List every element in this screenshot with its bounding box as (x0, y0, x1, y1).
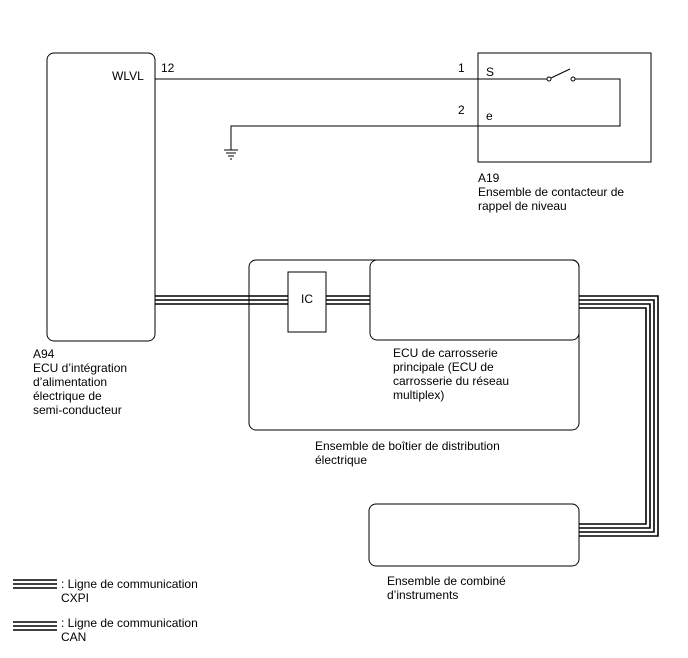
main-body-ecu-box (369, 259, 580, 341)
switch-terminal-s: S (486, 65, 495, 79)
meter-name-line-2: d’instruments (387, 588, 459, 602)
legend-cxpi-line-2: CXPI (61, 591, 90, 605)
pin-2-label: 2 (458, 103, 465, 117)
ic-label: IC (301, 292, 313, 306)
switch-contact-left (546, 76, 552, 82)
ecu-a94-name-line-4: semi-conducteur (33, 403, 122, 417)
cxpi-line-a94-ic (155, 295, 288, 305)
switch-contact-right (570, 76, 576, 82)
legend-can-line-2: CAN (61, 630, 87, 644)
ecu-a94-name-line-1: ECU d’intégration (33, 361, 128, 375)
ecu-a94-code: A94 (33, 347, 55, 361)
main-body-ecu-line-4: multiplex) (393, 388, 445, 402)
switch-internal-return (478, 78, 621, 127)
junction-box-outline (248, 259, 580, 431)
main-body-ecu-line-1: ECU de carrosserie (393, 346, 498, 360)
legend-can-line-1: : Ligne de communication (61, 616, 198, 630)
ecu-a94-name-line-3: électrique de (33, 389, 102, 403)
switch-a19-name-line-2: rappel de niveau (478, 199, 567, 213)
main-body-ecu-line-2: principale (ECU de (393, 360, 494, 374)
meter-box (368, 503, 580, 567)
pin-1-label: 1 (458, 61, 465, 75)
ecu-a94-name-line-2: d’alimentation (33, 375, 108, 389)
can-line-ecu-meter (579, 295, 659, 537)
legend-can-swatch (13, 621, 57, 631)
wire-e-to-ground (230, 125, 478, 150)
junction-box-name-line-1: Ensemble de boîtier de distribution (315, 439, 500, 453)
ecu-a94-terminal-wlvl: WLVL (112, 69, 144, 83)
ground-icon (224, 149, 238, 160)
switch-a19-code: A19 (478, 171, 500, 185)
switch-a19-box (477, 52, 652, 163)
legend-cxpi-swatch (13, 579, 57, 589)
cxpi-line-ic-ecu (326, 295, 370, 305)
main-body-ecu-line-3: carrosserie du réseau (393, 374, 510, 388)
legend-cxpi-line-1: : Ligne de communication (61, 577, 198, 591)
switch-terminal-e: e (486, 109, 493, 123)
junction-box-name-line-2: électrique (315, 453, 368, 467)
ic-box (287, 271, 327, 333)
meter-name-line-1: Ensemble de combiné (387, 574, 506, 588)
switch-a19-name-line-1: Ensemble de contacteur de (478, 185, 625, 199)
switch-blade (550, 68, 571, 79)
pin-12-label: 12 (161, 61, 175, 75)
ecu-a94-box (46, 52, 156, 342)
